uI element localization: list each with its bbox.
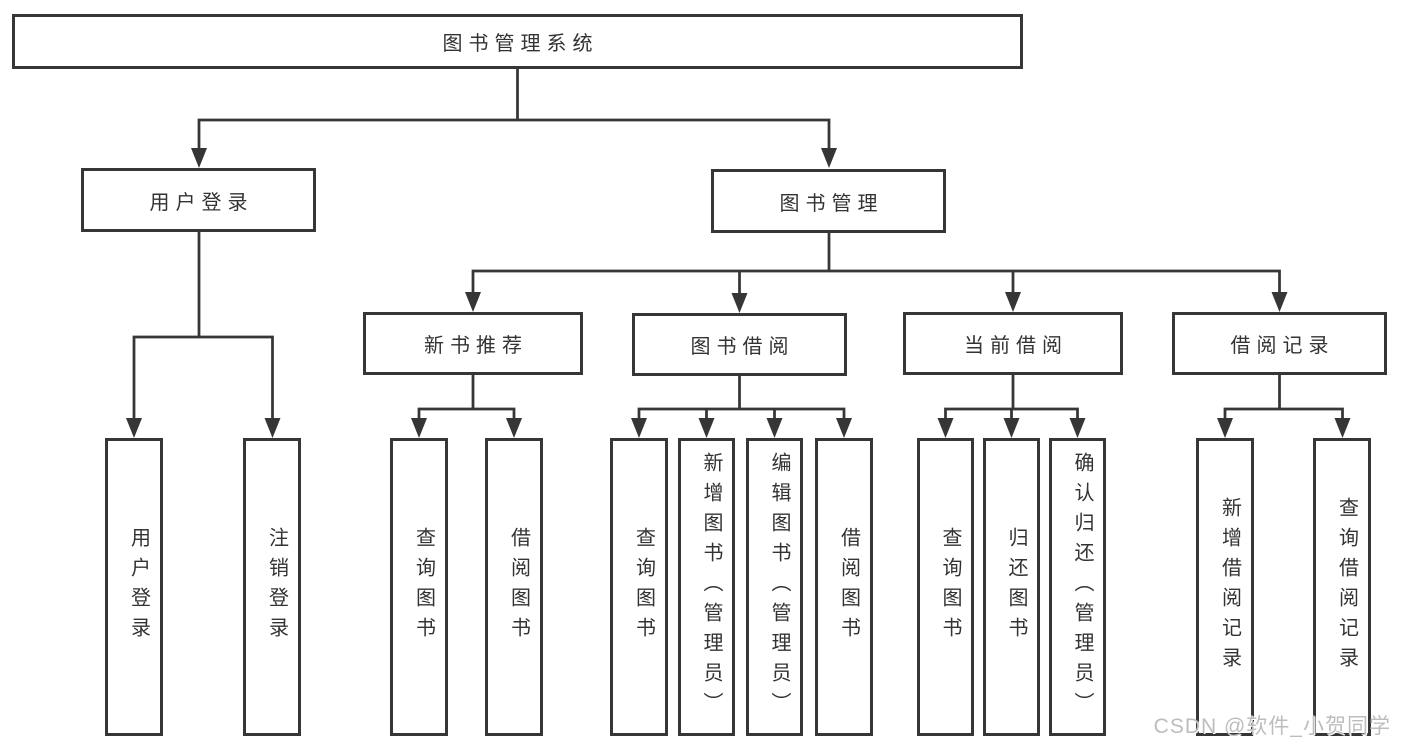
node-book-borrowing-label: 图书借阅 <box>690 336 795 358</box>
leaf-query-books-borrowing: 查询图书 <box>610 438 668 736</box>
arrowheads <box>126 148 1351 438</box>
node-user-login-label: 用户登录 <box>149 191 254 214</box>
leaf-borrow-books-recommend: 借阅图书 <box>485 438 543 736</box>
leaf-add-books-admin: 新增图书（管理员） <box>678 438 735 736</box>
node-borrowing-records-label: 借阅记录 <box>1230 335 1335 357</box>
node-root: 图书管理系统 <box>12 14 1023 69</box>
leaf-query-borrow-record: 查询借阅记录 <box>1313 438 1371 736</box>
leaf-query-books-recommend: 查询图书 <box>390 438 448 736</box>
node-current-borrowing: 当前借阅 <box>903 312 1123 375</box>
leaf-borrow-books-borrowing: 借阅图书 <box>815 438 873 736</box>
leaf-return-books: 归还图书 <box>983 438 1040 736</box>
leaf-add-borrow-record: 新增借阅记录 <box>1196 438 1254 736</box>
node-borrowing-records: 借阅记录 <box>1172 312 1387 375</box>
node-new-book-recommendation: 新书推荐 <box>363 312 583 375</box>
node-book-borrowing: 图书借阅 <box>632 313 847 376</box>
node-new-book-recommendation-label: 新书推荐 <box>424 335 528 357</box>
csdn-watermark: CSDN @软件_小贺同学 <box>1153 715 1391 738</box>
node-user-login: 用户登录 <box>81 168 316 232</box>
leaf-query-books-current: 查询图书 <box>917 438 974 736</box>
leaf-confirm-return-admin: 确认归还（管理员） <box>1049 438 1106 736</box>
node-book-management-label: 图书管理 <box>779 192 884 215</box>
leaf-edit-books-admin: 编辑图书（管理员） <box>746 438 803 736</box>
leaf-logout: 注销登录 <box>243 438 301 736</box>
node-current-borrowing-label: 当前借阅 <box>964 335 1068 357</box>
node-book-management: 图书管理 <box>711 169 946 233</box>
leaf-user-login: 用户登录 <box>105 438 163 736</box>
node-root-label: 图书管理系统 <box>442 33 599 55</box>
